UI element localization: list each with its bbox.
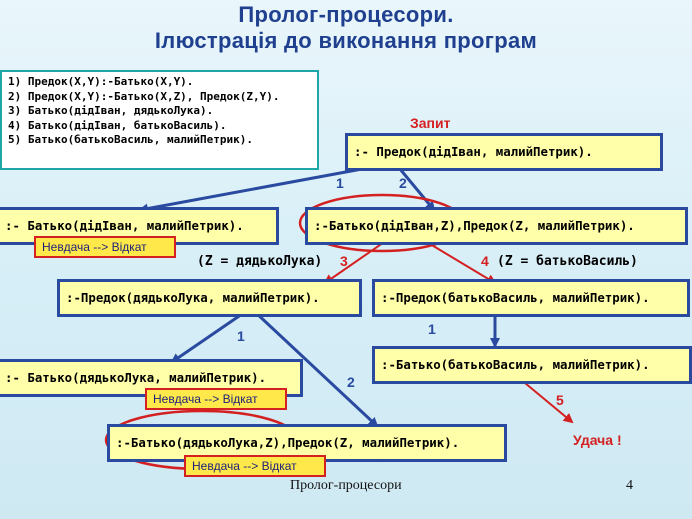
edge-label-8: 5 [556, 392, 564, 408]
goal-root: :- Предок(дідІван, малийПетрик). [345, 133, 663, 171]
slide-title: Пролог-процесори. [238, 2, 454, 27]
rule-4: 4) Батько(дідІван, батькоВасиль). [8, 118, 227, 132]
fail-badge-2: Невдача --> Відкат [145, 388, 287, 410]
edge-label-4: 4 [481, 253, 489, 269]
rule-3: 3) Батько(дідІван, дядькоЛука). [8, 104, 214, 118]
goal-right1: :-Батько(дідІван,Z),Предок(Z, малийПетри… [305, 207, 688, 245]
edge-label-5: 1 [237, 328, 245, 344]
goal-mid-left: :-Предок(дядькоЛука, малийПетрик). [57, 279, 362, 317]
edge-midleft-left3 [170, 310, 246, 364]
edge-label-1: 1 [336, 175, 344, 191]
goal-mid-right: :-Предок(батькоВасиль, малийПетрик). [372, 279, 690, 317]
query-label: Запит [410, 115, 451, 131]
edge-right1-midleft [323, 237, 391, 285]
goal-right3: :-Батько(батькоВасиль, малийПетрик). [372, 346, 692, 384]
binding-z-luka: (Z = дядькоЛука) [197, 254, 323, 269]
edge-label-7: 1 [428, 321, 436, 337]
edge-root-right1 [398, 168, 436, 212]
edge-root-left1 [138, 167, 363, 214]
edge-midleft-bottom [253, 310, 379, 428]
footer-text: Пролог-процесори [290, 478, 402, 493]
slide-subtitle: Ілюстрація до виконання програм [154, 28, 538, 53]
fail-badge-3: Невдача --> Відкат [184, 455, 326, 477]
edge-right3-success [524, 382, 574, 424]
edge-label-2: 2 [399, 175, 407, 191]
fail-badge-1: Невдача --> Відкат [34, 236, 176, 258]
rule-5: 5) Батько(батькоВасиль, малийПетрик). [8, 133, 254, 147]
rule-2: 2) Предок(X,Y):-Батько(X,Z), Предок(Z,Y)… [8, 89, 280, 103]
success-label: Удача ! [573, 432, 622, 448]
edge-label-3: 3 [340, 253, 348, 269]
rule-1: 1) Предок(X,Y):-Батько(X,Y). [8, 75, 194, 88]
page-number: 4 [626, 478, 633, 493]
edge-label-6: 2 [347, 374, 355, 390]
binding-z-vasyl: (Z = батькоВасиль) [497, 254, 638, 269]
rules-box: 1) Предок(X,Y):-Батько(X,Y). 2) Предок(X… [0, 70, 319, 170]
